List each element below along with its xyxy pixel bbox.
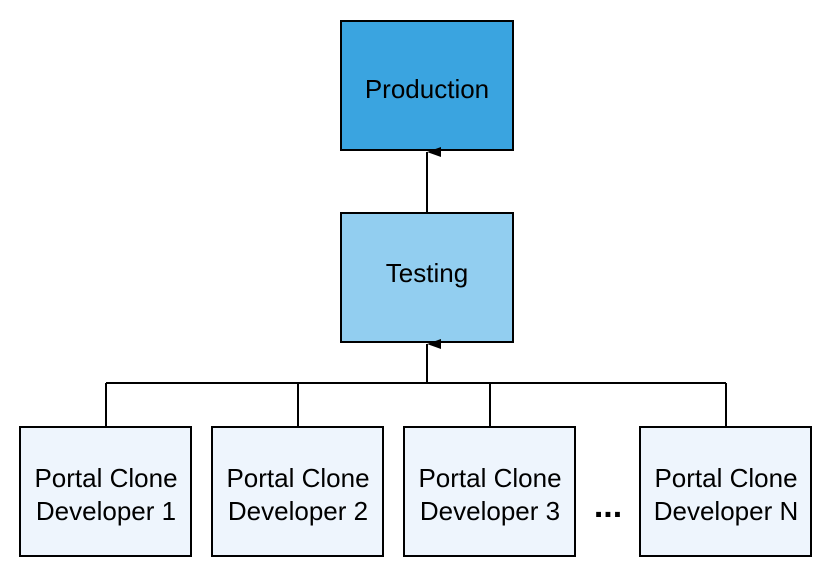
developer-2-line2: Developer 2: [228, 496, 368, 526]
testing-node: Testing: [340, 212, 514, 343]
testing-box: [340, 212, 514, 343]
developer-node-3: Portal Clone Developer 3: [403, 426, 576, 557]
developer-n-line2: Developer N: [654, 496, 799, 526]
developer-box-1: [19, 426, 192, 557]
developer-n-line1: Portal Clone: [654, 463, 797, 493]
developer-3-line2: Developer 3: [420, 496, 560, 526]
developer-node-1: Portal Clone Developer 1: [19, 426, 192, 557]
developer-1-line2: Developer 1: [36, 496, 176, 526]
developer-node-2: Portal Clone Developer 2: [211, 426, 384, 557]
developer-3-line1: Portal Clone: [418, 463, 561, 493]
production-label: Production: [365, 74, 489, 104]
developer-box-n: [639, 426, 812, 557]
developer-box-3: [403, 426, 576, 557]
developer-node-n: Portal Clone Developer N: [639, 426, 812, 557]
developer-box-2: [211, 426, 384, 557]
developer-2-line1: Portal Clone: [226, 463, 369, 493]
ellipsis-more-developers: ...: [594, 487, 622, 525]
production-node: Production: [340, 20, 514, 151]
developer-1-line1: Portal Clone: [34, 463, 177, 493]
developer-connectors: [105, 339, 727, 427]
testing-label: Testing: [386, 258, 468, 288]
production-box: [340, 20, 514, 151]
